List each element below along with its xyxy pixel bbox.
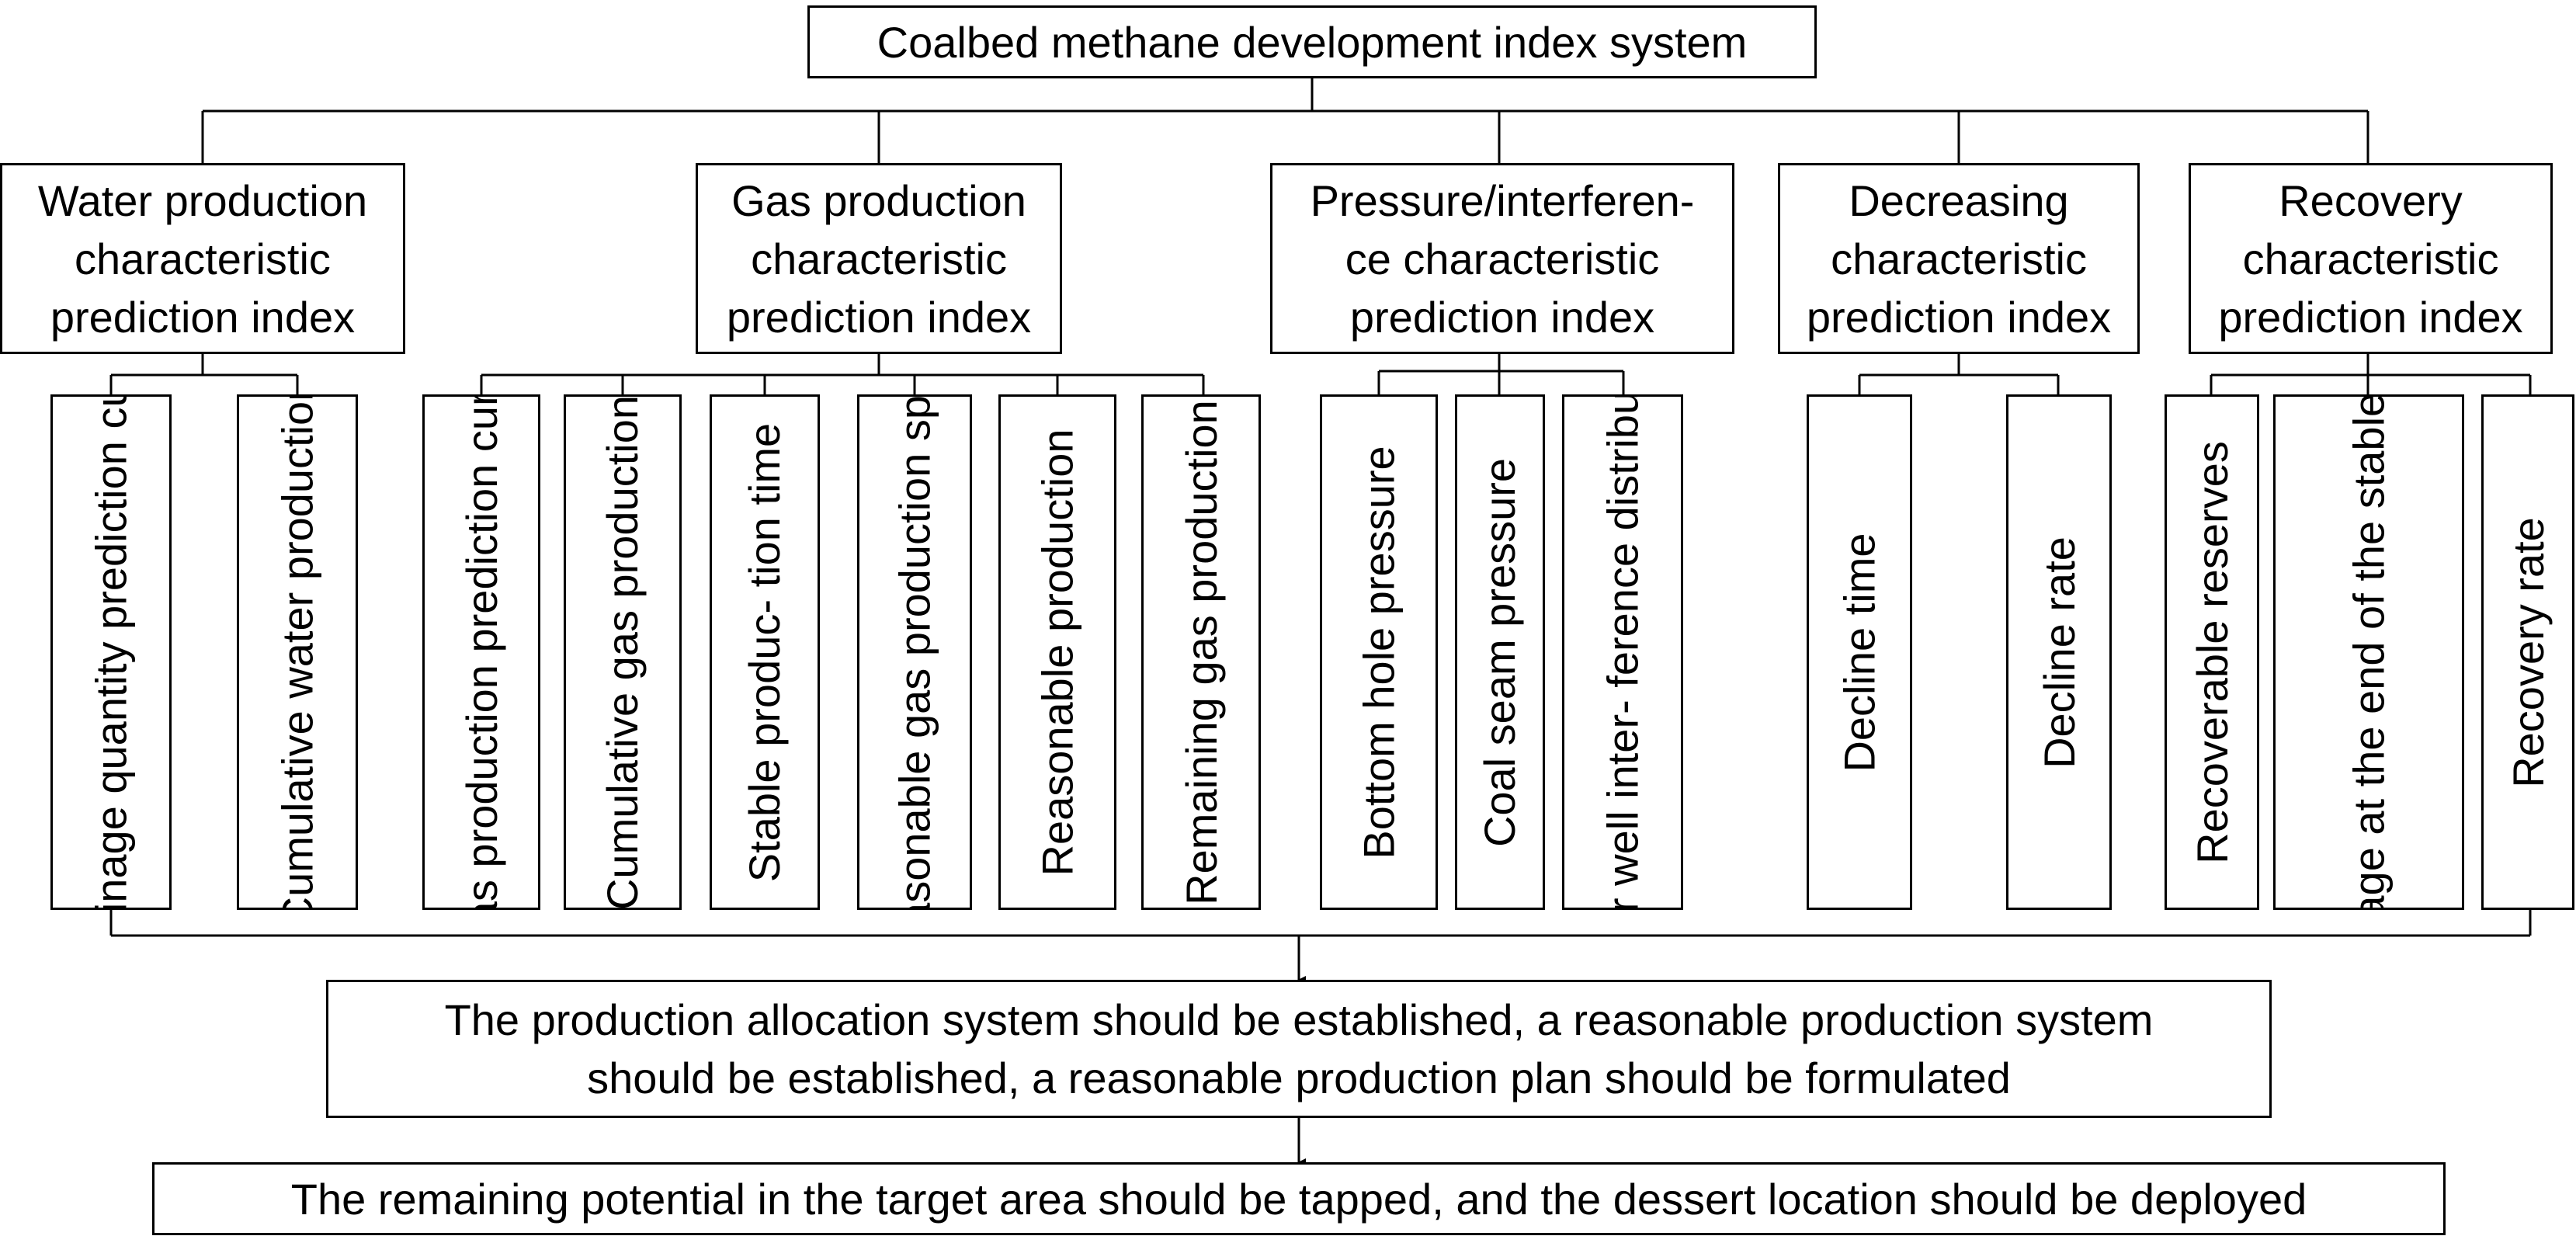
category-label: Water production characteristic predicti… <box>37 175 368 342</box>
index-item-label: Decline rate <box>2034 536 2084 769</box>
index-item-label: Cumulative gas production <box>598 394 647 910</box>
category-pressure: Pressure/interferen- ce characteristic p… <box>1270 163 1734 354</box>
outcome-remaining-potential: The remaining potential in the target ar… <box>152 1162 2446 1235</box>
root-label: Coalbed methane development index system <box>877 17 1748 67</box>
index-item: Drainage quantity prediction curve <box>50 394 172 910</box>
category-gas: Gas production characteristic prediction… <box>696 163 1062 354</box>
index-item: Recovery percentage at the end of the st… <box>2273 394 2464 910</box>
outcome-label: The production allocation system should … <box>444 995 2154 1102</box>
index-item-label: Decline time <box>1835 532 1884 772</box>
index-item-label: Gas production prediction curve <box>457 394 506 910</box>
category-recovery: Recovery characteristic prediction index <box>2189 163 2553 354</box>
index-item-label: Cumulative water production <box>273 394 322 910</box>
index-item: Bottom hole pressure <box>1320 394 1438 910</box>
index-item: Recovery rate <box>2481 394 2574 910</box>
index-item-label: Inter well inter- ference distribution <box>1598 394 1647 910</box>
root-node: Coalbed methane development index system <box>807 5 1817 78</box>
index-item: Decline time <box>1807 394 1912 910</box>
index-item: Inter well inter- ference distribution <box>1562 394 1683 910</box>
index-item: Cumulative gas production <box>564 394 682 910</box>
category-label: Decreasing characteristic prediction ind… <box>1806 175 2112 342</box>
index-item-label: Reasonable production <box>1033 429 1082 876</box>
category-label: Pressure/interferen- ce characteristic p… <box>1310 175 1695 342</box>
index-item-label: Coal seam pressure <box>1475 457 1525 847</box>
index-item: Decline rate <box>2006 394 2112 910</box>
index-item: Coal seam pressure <box>1455 394 1545 910</box>
index-item: Reasonable production <box>998 394 1116 910</box>
category-decreasing: Decreasing characteristic prediction ind… <box>1778 163 2140 354</box>
index-item-label: Stable produc- tion time <box>740 422 790 882</box>
index-item-label: Recovery rate <box>2503 516 2553 788</box>
index-item: Recoverable reserves <box>2165 394 2259 910</box>
category-water: Water production characteristic predicti… <box>0 163 405 354</box>
index-item-label: Reasonable gas production speed <box>890 394 939 910</box>
index-item-label: Drainage quantity prediction curve <box>86 394 136 910</box>
index-item-label: Bottom hole pressure <box>1354 445 1404 859</box>
category-label: Recovery characteristic prediction index <box>2218 175 2523 342</box>
category-label: Gas production characteristic prediction… <box>726 175 1032 342</box>
index-item: Cumulative water production <box>237 394 358 910</box>
outcome-production-allocation: The production allocation system should … <box>326 980 2272 1118</box>
index-item: Remaining gas production <box>1141 394 1261 910</box>
index-item: Stable produc- tion time <box>710 394 820 910</box>
index-item: Reasonable gas production speed <box>857 394 972 910</box>
outcome-label: The remaining potential in the target ar… <box>290 1174 2307 1224</box>
index-item-label: Recoverable reserves <box>2187 440 2237 864</box>
index-item-label: Remaining gas production <box>1176 399 1226 905</box>
index-item: Gas production prediction curve <box>422 394 540 910</box>
index-item-label: Recovery percentage at the end of the st… <box>2340 397 2398 908</box>
